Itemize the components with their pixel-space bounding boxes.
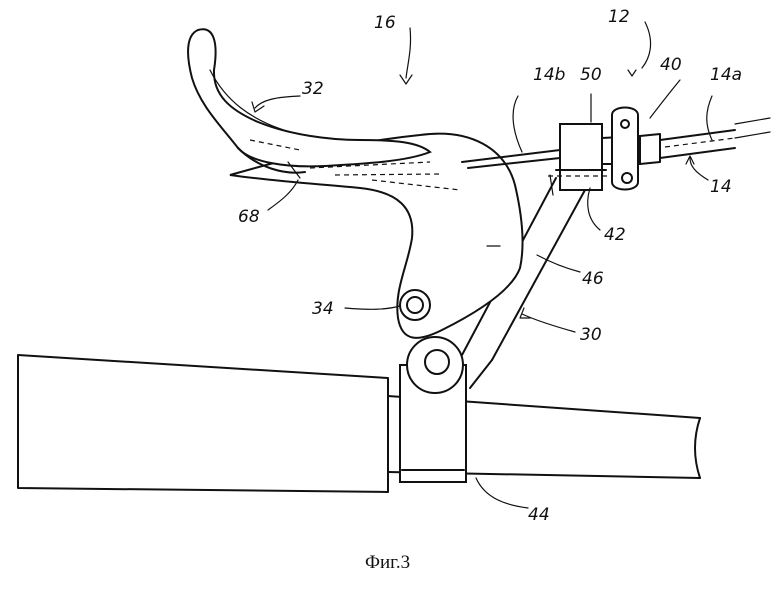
mounting-clamp xyxy=(399,336,467,483)
label-34: 34 xyxy=(312,299,334,319)
label-12: 12 xyxy=(608,7,630,27)
label-14b: 14b xyxy=(533,65,565,85)
label-68: 68 xyxy=(238,207,260,227)
reference-labels: 16 12 32 14b 50 40 14a 14 68 42 46 34 30… xyxy=(238,7,742,525)
handlebar xyxy=(17,354,701,493)
label-42: 42 xyxy=(604,225,626,245)
pivot-34 xyxy=(399,289,431,321)
leader-lines xyxy=(251,21,713,509)
figure-caption: Фиг.3 xyxy=(365,552,410,573)
label-50: 50 xyxy=(580,65,602,85)
label-40: 40 xyxy=(660,55,682,75)
brake-lever-blade xyxy=(187,28,432,179)
label-46: 46 xyxy=(582,269,604,289)
label-32: 32 xyxy=(302,79,324,99)
label-14: 14 xyxy=(710,177,732,197)
label-44: 44 xyxy=(528,505,550,525)
label-14a: 14a xyxy=(710,65,742,85)
bracket-plate-40 xyxy=(611,106,639,191)
label-30: 30 xyxy=(580,325,602,345)
label-16: 16 xyxy=(374,13,396,33)
